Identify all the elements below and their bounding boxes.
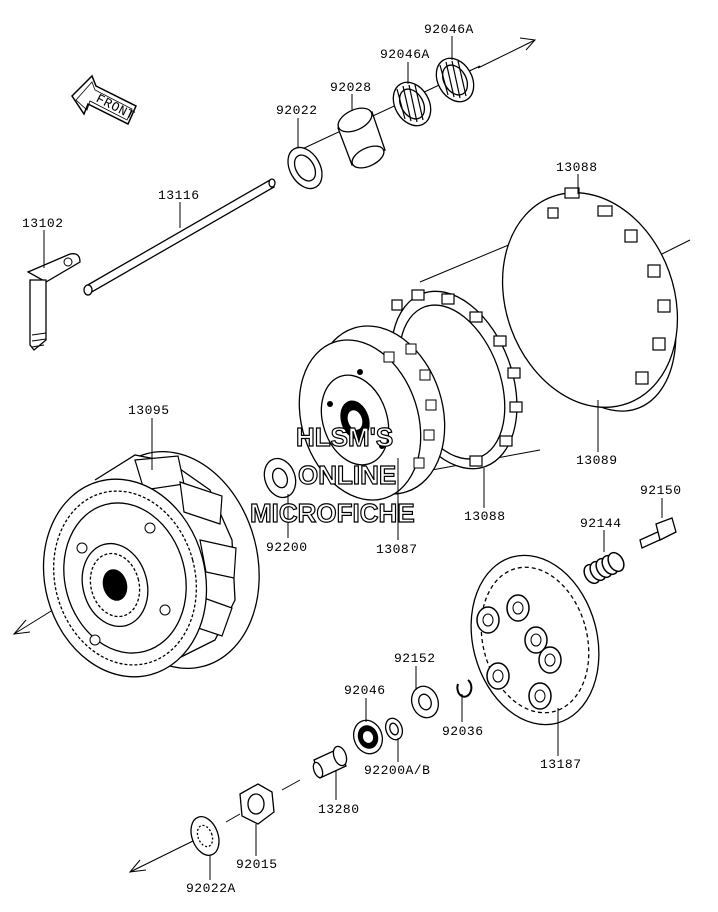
washer-92200 [263,457,297,499]
label-92200: 92200 [266,540,308,555]
label-92152: 92152 [394,651,436,666]
label-92046A-low: 92046A [380,47,430,62]
watermark: HLSM'S ONLINE MICROFICHE [249,421,415,528]
watermark-line-1: HLSM'S [296,422,393,452]
bolt-92150 [639,517,677,549]
pressure-plate-13187 [470,554,600,726]
axis-line-bottom [129,839,196,873]
label-13089: 13089 [576,453,618,468]
sleeve-92028 [337,107,386,169]
label-13095: 13095 [128,403,170,418]
clutch-hub-13087 [298,325,446,501]
label-92144: 92144 [580,516,622,531]
release-lever-13102 [26,253,81,351]
label-92015: 92015 [236,857,278,872]
axis-arrow-bottom [128,859,147,873]
washer-92022 [287,146,323,190]
axis-line-basket [13,607,57,635]
circlip-92036 [456,679,473,698]
label-13087: 13087 [376,542,418,557]
label-13088-low: 13088 [464,509,506,524]
bearing-92046 [352,719,384,755]
clutch-housing-13095 [42,450,260,678]
label-13187: 13187 [540,757,582,772]
front-arrow-icon: FRONT [71,74,137,126]
axis-arrow-top [519,37,537,51]
axis-line-bottom-3 [281,779,301,791]
watermark-line-2: ONLINE [298,460,396,490]
label-92022: 92022 [276,103,318,118]
axis-line-top-end [477,39,536,69]
label-92036: 92036 [442,724,484,739]
washer-92200AB [384,717,404,741]
push-rod-13280 [312,745,348,779]
label-92022A: 92022A [186,881,236,896]
label-13280: 13280 [318,802,360,817]
axis-line-bottom-2 [225,813,241,823]
label-92028: 92028 [330,80,372,95]
push-rod-13116 [83,178,276,296]
label-13088-top: 13088 [556,160,598,175]
friction-plate-13088-top [501,187,679,408]
needle-bearing-92046A-top [435,57,475,103]
collar-92152 [410,685,440,719]
axis-line-plates-right [659,239,691,256]
watermark-line-3: MICROFICHE [250,498,415,528]
nut-92015 [239,783,275,825]
needle-bearing-92046A-low [392,81,432,127]
label-92150: 92150 [640,483,682,498]
leader-lines [43,36,663,880]
label-13116: 13116 [158,188,200,203]
label-92200AB: 92200A/B [364,763,430,778]
spring-92144 [583,551,625,585]
lock-washer-92022A [190,816,220,856]
label-92046A-top: 92046A [424,22,474,37]
label-13102: 13102 [22,216,64,231]
label-92046: 92046 [344,683,386,698]
axis-arrow-basket [12,619,31,635]
